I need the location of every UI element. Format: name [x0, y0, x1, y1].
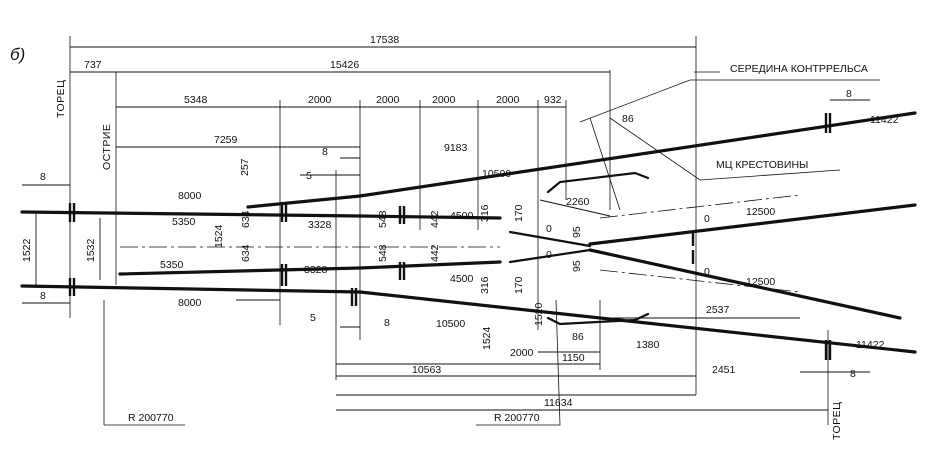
dim-170b: 170 — [513, 276, 525, 294]
dim-737: 737 — [84, 59, 102, 71]
dim-2451: 2451 — [712, 364, 736, 376]
dim-12500-bot: 12500 — [746, 276, 775, 288]
dim-932: 932 — [544, 94, 562, 106]
dim-442a: 442 — [429, 210, 441, 228]
dim-634a: 634 — [240, 210, 252, 228]
dim-15426: 15426 — [330, 59, 359, 71]
closure-rail-upper — [358, 214, 502, 220]
stock-rail-lower — [20, 284, 362, 294]
label-radius-right: R 200770 — [494, 412, 540, 424]
label-seredina-kontrrelsa: СЕРЕДИНА КОНТРРЕЛЬСА — [730, 63, 868, 75]
label-mc-krestoviny: МЦ КРЕСТОВИНЫ — [716, 159, 808, 171]
dim-0-right-bot: 0 — [704, 266, 710, 278]
dim-8-top-right: 8 — [846, 88, 852, 100]
dim-1532: 1532 — [85, 238, 97, 262]
dim-2000d: 2000 — [496, 94, 520, 106]
dim-3328-bot: 3328 — [304, 264, 328, 276]
label-toretz-right: ТОРЕЦ — [831, 402, 843, 440]
dim-1520: 1520 — [533, 302, 545, 326]
dim-5-bot: 5 — [310, 312, 316, 324]
extension-lines — [69, 36, 829, 425]
dim-1380: 1380 — [636, 339, 660, 351]
frog-rail-lower — [588, 248, 902, 320]
dim-4500-top: 4500 — [450, 210, 474, 222]
dim-8-left-bot: 8 — [40, 290, 46, 302]
dim-5350-top: 5350 — [172, 216, 196, 228]
switch-rail-lower — [118, 266, 362, 276]
dim-1150: 1150 — [562, 352, 585, 364]
straight-outer-rail — [358, 290, 917, 354]
dim-0-right-top: 0 — [704, 213, 710, 225]
wing-rail-b — [508, 248, 592, 264]
check-rail-lower — [546, 312, 650, 326]
dim-2000b: 2000 — [376, 94, 400, 106]
dim-2260: 2260 — [566, 196, 590, 208]
dim-11422-top: 11422 — [870, 114, 899, 126]
dim-10500-top: 10500 — [482, 168, 511, 180]
dim-4500-bot: 4500 — [450, 273, 474, 285]
dim-634b: 634 — [240, 244, 252, 262]
frog-rail-upper — [588, 203, 917, 246]
dim-86-top: 86 — [622, 113, 634, 125]
dim-2000c: 2000 — [432, 94, 456, 106]
label-radius-left: R 200770 — [128, 412, 174, 424]
dim-17538: 17538 — [370, 34, 399, 46]
check-rail-upper — [546, 171, 650, 194]
dim-2000a: 2000 — [308, 94, 332, 106]
straight-axis — [599, 269, 801, 293]
switch-rail-upper — [246, 194, 362, 209]
wing-rail-a — [508, 230, 592, 248]
dim-8000-top: 8000 — [178, 190, 202, 202]
dim-86-bot: 86 — [572, 331, 584, 343]
dim-8-mid-top: 8 — [322, 146, 328, 158]
diverging-outer-rail — [358, 111, 917, 198]
figure-label: б) — [10, 45, 25, 64]
dim-0a: 0 — [546, 223, 552, 235]
dim-8000-bot: 8000 — [178, 297, 202, 309]
dim-170a: 170 — [513, 204, 525, 222]
dim-316a: 316 — [479, 204, 491, 222]
dim-316b: 316 — [479, 276, 491, 294]
dim-10500-bot: 10500 — [436, 318, 465, 330]
dim-1524-right: 1524 — [481, 326, 493, 350]
dim-5-top: 5 — [306, 170, 312, 182]
dim-12500-top: 12500 — [746, 206, 775, 218]
stock-rail-upper — [20, 210, 362, 218]
dim-1524-left: 1524 — [213, 224, 225, 248]
label-toretz-left: ТОРЕЦ — [55, 80, 67, 118]
dim-548a: 548 — [377, 210, 389, 228]
dim-10563: 10563 — [412, 364, 441, 376]
closure-rail-lower — [358, 260, 502, 270]
dim-3328-top: 3328 — [308, 219, 332, 231]
dim-442b: 442 — [429, 244, 441, 262]
dim-548b: 548 — [377, 244, 389, 262]
track-rails — [20, 111, 917, 354]
dim-5348: 5348 — [184, 94, 208, 106]
dim-2537: 2537 — [706, 304, 730, 316]
dim-8-left-top: 8 — [40, 171, 46, 183]
labels: б) ТОРЕЦ ОСТРИЕ ТОРЕЦ СЕРЕДИНА КОНТРРЕЛЬ… — [10, 34, 899, 440]
dim-11422-bot: 11422 — [856, 339, 885, 351]
dim-8-bot-right: 8 — [850, 368, 856, 380]
diverging-axis — [599, 194, 801, 219]
dim-257: 257 — [239, 158, 251, 176]
dim-95a: 95 — [571, 226, 583, 238]
dim-2000-bot: 2000 — [510, 347, 534, 359]
dim-8-mid-bot: 8 — [384, 317, 390, 329]
dim-7259: 7259 — [214, 134, 238, 146]
label-ostrie: ОСТРИЕ — [101, 124, 113, 170]
dimension-lines — [22, 46, 880, 426]
dim-9183: 9183 — [444, 142, 468, 154]
dim-11634: 11634 — [544, 397, 573, 409]
dim-1522: 1522 — [21, 238, 33, 262]
dim-0b: 0 — [546, 249, 552, 261]
dim-5350-bot: 5350 — [160, 259, 184, 271]
dim-95b: 95 — [571, 260, 583, 272]
